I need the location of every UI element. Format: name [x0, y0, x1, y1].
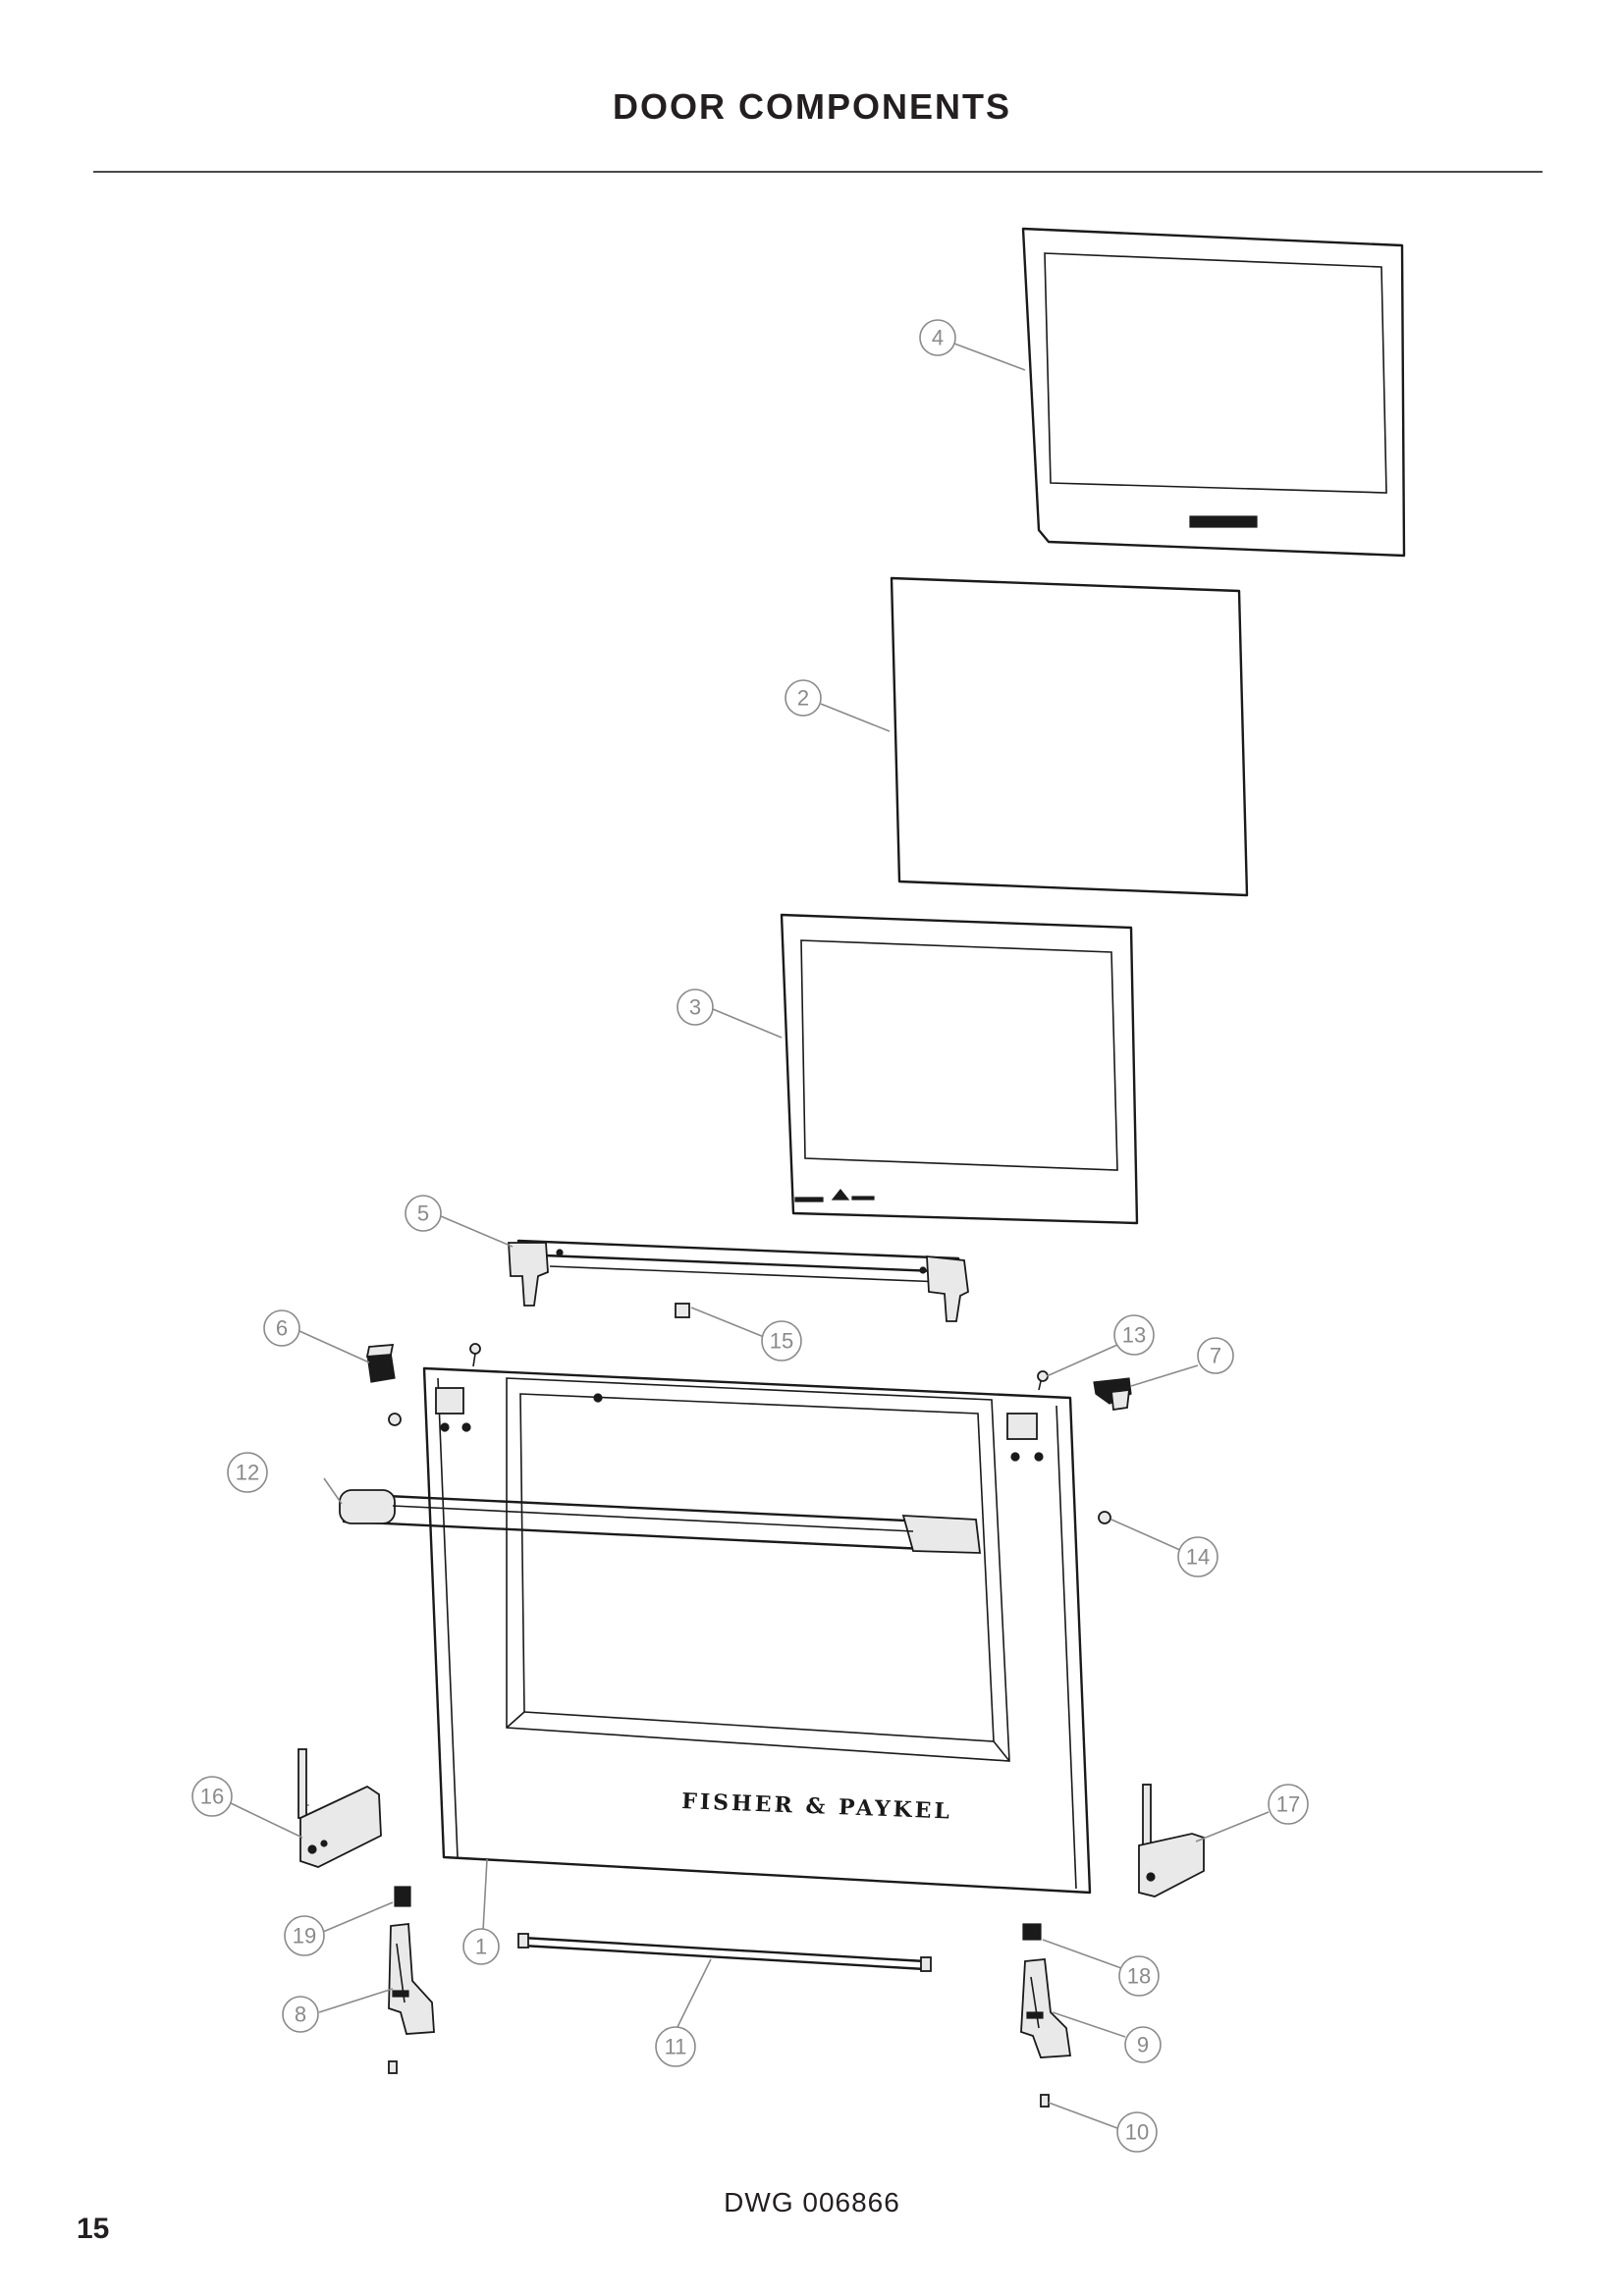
part-1-door-panel: FISHER & PAYKEL [422, 1366, 1092, 1895]
callout-11: 11 [655, 2026, 696, 2067]
svg-text:2: 2 [797, 686, 809, 711]
svg-text:17: 17 [1276, 1792, 1300, 1817]
callout-13: 13 [1113, 1314, 1155, 1356]
callout-14: 14 [1177, 1536, 1218, 1577]
part-18-insert-right [1022, 1923, 1042, 1941]
svg-text:12: 12 [236, 1461, 259, 1485]
callout-7: 7 [1197, 1337, 1234, 1374]
part-3-inner-glass [780, 913, 1139, 1225]
svg-text:8: 8 [295, 2002, 306, 2027]
part-17-hinge-right [1138, 1784, 1205, 1897]
callout-18: 18 [1118, 1955, 1160, 1997]
svg-text:3: 3 [689, 995, 701, 1020]
svg-text:18: 18 [1127, 1964, 1151, 1989]
part-8-hinge-receiver-left [388, 1923, 435, 2035]
callout-6: 6 [263, 1309, 300, 1347]
svg-text:10: 10 [1125, 2120, 1149, 2145]
drawing-number: DWG 006866 [724, 2187, 900, 2217]
header-divider [93, 171, 1543, 173]
callout-4: 4 [919, 319, 956, 356]
callout-17: 17 [1268, 1784, 1309, 1825]
callout-2: 2 [785, 679, 822, 717]
svg-text:15: 15 [770, 1329, 793, 1354]
part-5-top-bracket [508, 1239, 969, 1322]
callout-19: 19 [284, 1915, 325, 1956]
svg-text:11: 11 [665, 2035, 687, 2059]
part-11-bottom-rod [517, 1933, 932, 1972]
part-12-handle [339, 1489, 982, 1554]
part-9-hinge-receiver-right [1020, 1958, 1072, 2058]
svg-text:1: 1 [475, 1935, 487, 1959]
part-15-clip [675, 1303, 690, 1318]
svg-text:14: 14 [1186, 1545, 1210, 1570]
svg-text:9: 9 [1137, 2033, 1149, 2057]
callout-15: 15 [761, 1320, 802, 1362]
callout-9: 9 [1124, 2026, 1162, 2063]
part-13-screws [469, 1343, 1049, 1391]
part-7-hinge-cover-right [1093, 1377, 1132, 1412]
svg-text:13: 13 [1122, 1323, 1146, 1348]
svg-text:19: 19 [293, 1924, 316, 1949]
page-number: 15 [77, 2213, 110, 2245]
part-4-outer-glass [1021, 227, 1406, 558]
svg-text:4: 4 [932, 326, 944, 350]
door-brand-label: FISHER & PAYKEL [681, 1789, 953, 1825]
leader-lines [228, 343, 1270, 2129]
callout-1: 1 [462, 1928, 500, 1965]
svg-text:16: 16 [200, 1785, 224, 1809]
callout-5: 5 [405, 1195, 442, 1232]
part-10-screws [388, 2060, 1050, 2108]
callout-16: 16 [191, 1776, 233, 1817]
part-6-hinge-cover-left [365, 1344, 396, 1383]
callout-3: 3 [677, 988, 714, 1026]
svg-text:7: 7 [1210, 1344, 1221, 1368]
svg-text:6: 6 [276, 1316, 288, 1341]
part-2-glass-panel [890, 576, 1249, 897]
part-14-washers [388, 1413, 1111, 1524]
part-16-hinge-left [298, 1748, 382, 1868]
callout-12: 12 [227, 1452, 268, 1493]
part-19-insert-left [394, 1886, 411, 1907]
callout-10: 10 [1116, 2111, 1158, 2153]
page-title: DOOR COMPONENTS [612, 86, 1011, 127]
callout-8: 8 [282, 1996, 319, 2033]
svg-text:5: 5 [417, 1201, 429, 1226]
